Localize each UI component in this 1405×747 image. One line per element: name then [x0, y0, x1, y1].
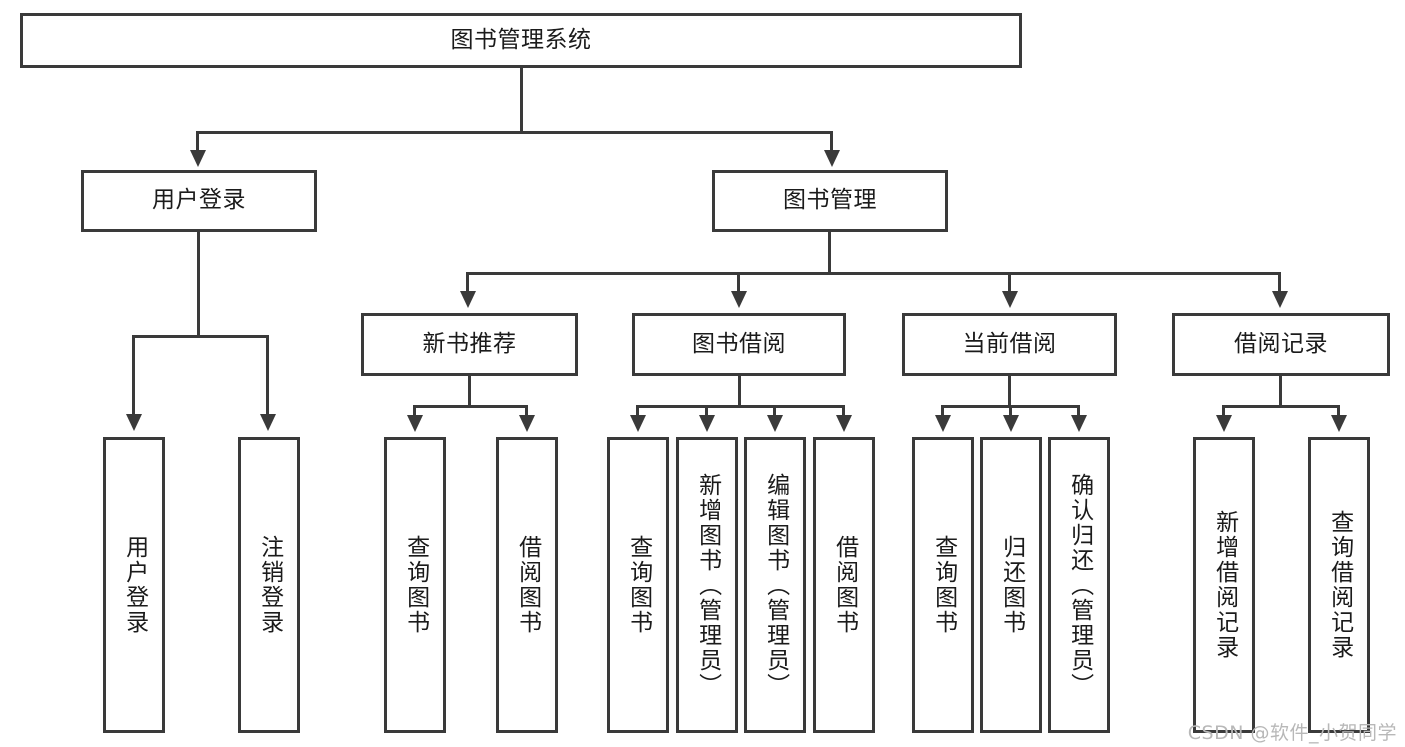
node-label: 图书管理 [783, 187, 877, 214]
connector-to-user-login [196, 131, 199, 153]
leaf-borrow-record-1[interactable]: 查询借阅记录 [1308, 437, 1370, 733]
node-label: 查询图书 [402, 535, 429, 635]
connector-new-book-child-0 [413, 405, 416, 418]
node-label: 编辑图书（管理员） [762, 472, 789, 698]
arrow-borrow-record-child-1 [1331, 415, 1347, 432]
leaf-current-borrow-0[interactable]: 查询图书 [912, 437, 974, 733]
leaf-book-borrow-0[interactable]: 查询图书 [607, 437, 669, 733]
watermark-text: CSDN @软件_小贺同学 [1187, 722, 1397, 744]
arrow-borrow-record-child-0 [1216, 415, 1232, 432]
connector-borrow-record-child-0 [1222, 405, 1225, 418]
arrow-user-login-child-1 [260, 414, 276, 431]
leaf-user-login-0[interactable]: 用户登录 [103, 437, 165, 733]
connector-book-manage-child-3 [1278, 272, 1281, 294]
arrow-current-borrow-child-2 [1071, 415, 1087, 432]
node-label: 归还图书 [998, 535, 1025, 635]
connector-user-login-child-0 [132, 335, 135, 417]
connector-user-login-stem [197, 232, 200, 335]
connector-book-manage-child-2 [1008, 272, 1011, 294]
connector-borrow-record-stem [1279, 376, 1282, 405]
connector-current-borrow-child-1 [1009, 405, 1012, 418]
node-current-borrow[interactable]: 当前借阅 [902, 313, 1117, 376]
arrow-book-borrow-child-1 [699, 415, 715, 432]
connector-book-borrow-child-3 [842, 405, 845, 418]
node-root-system[interactable]: 图书管理系统 [20, 13, 1022, 68]
node-label: 查询图书 [625, 535, 652, 635]
node-label: 确认归还（管理员） [1066, 472, 1093, 698]
arrow-to-book-manage [824, 150, 840, 167]
connector-to-book-manage [830, 131, 833, 153]
arrow-book-manage-child-0 [460, 291, 476, 308]
node-book-management[interactable]: 图书管理 [712, 170, 948, 232]
arrow-book-manage-child-3 [1272, 291, 1288, 308]
connector-borrow-record-child-1 [1337, 405, 1340, 418]
node-label: 用户登录 [121, 535, 148, 635]
arrow-user-login-child-0 [126, 414, 142, 431]
node-borrow-record[interactable]: 借阅记录 [1172, 313, 1390, 376]
connector-book-manage-child-1 [737, 272, 740, 294]
leaf-book-borrow-3[interactable]: 借阅图书 [813, 437, 875, 733]
node-label: 图书管理系统 [450, 26, 592, 53]
connector-current-borrow-child-0 [941, 405, 944, 418]
arrow-current-borrow-child-1 [1003, 415, 1019, 432]
node-label: 注销登录 [256, 535, 283, 635]
connector-book-borrow-bus [636, 405, 845, 408]
leaf-current-borrow-1[interactable]: 归还图书 [980, 437, 1042, 733]
leaf-borrow-record-0[interactable]: 新增借阅记录 [1193, 437, 1255, 733]
arrow-book-manage-child-1 [731, 291, 747, 308]
node-new-book-recommend[interactable]: 新书推荐 [361, 313, 578, 376]
connector-user-login-bus [132, 335, 269, 338]
arrow-book-borrow-child-2 [767, 415, 783, 432]
connector-book-manage-stem [828, 232, 831, 272]
node-label: 图书借阅 [692, 330, 786, 357]
connector-current-borrow-stem [1008, 376, 1011, 405]
node-label: 当前借阅 [962, 330, 1057, 357]
arrow-book-borrow-child-3 [836, 415, 852, 432]
connector-current-borrow-child-2 [1077, 405, 1080, 418]
node-label: 用户登录 [152, 187, 246, 214]
connector-book-manage-bus [466, 272, 1281, 275]
connector-book-borrow-child-2 [773, 405, 776, 418]
arrow-new-book-child-0 [407, 415, 423, 432]
connector-root-bus [196, 131, 833, 134]
connector-new-book-bus [413, 405, 528, 408]
connector-root-stem [520, 68, 523, 131]
connector-new-book-child-1 [525, 405, 528, 418]
connector-borrow-record-bus [1222, 405, 1340, 408]
node-user-login[interactable]: 用户登录 [81, 170, 317, 232]
node-book-borrow[interactable]: 图书借阅 [632, 313, 846, 376]
node-label: 查询借阅记录 [1326, 510, 1353, 660]
node-label: 借阅图书 [831, 535, 858, 635]
connector-book-borrow-child-1 [705, 405, 708, 418]
leaf-book-borrow-2[interactable]: 编辑图书（管理员） [744, 437, 806, 733]
connector-user-login-child-1 [266, 335, 269, 417]
node-label: 借阅记录 [1234, 330, 1328, 357]
connector-book-borrow-child-0 [636, 405, 639, 418]
leaf-new-book-1[interactable]: 借阅图书 [496, 437, 558, 733]
connector-book-borrow-stem [738, 376, 741, 405]
connector-new-book-stem [468, 376, 471, 405]
leaf-current-borrow-2[interactable]: 确认归还（管理员） [1048, 437, 1110, 733]
connector-book-manage-child-0 [466, 272, 469, 294]
node-label: 新增借阅记录 [1211, 510, 1238, 660]
arrow-to-user-login [190, 150, 206, 167]
arrow-book-manage-child-2 [1002, 291, 1018, 308]
arrow-current-borrow-child-0 [935, 415, 951, 432]
leaf-user-login-1[interactable]: 注销登录 [238, 437, 300, 733]
node-label: 新增图书（管理员） [694, 472, 721, 698]
node-label: 借阅图书 [514, 535, 541, 635]
arrow-book-borrow-child-0 [630, 415, 646, 432]
leaf-book-borrow-1[interactable]: 新增图书（管理员） [676, 437, 738, 733]
node-label: 新书推荐 [422, 330, 517, 357]
leaf-new-book-0[interactable]: 查询图书 [384, 437, 446, 733]
arrow-new-book-child-1 [519, 415, 535, 432]
node-label: 查询图书 [930, 535, 957, 635]
